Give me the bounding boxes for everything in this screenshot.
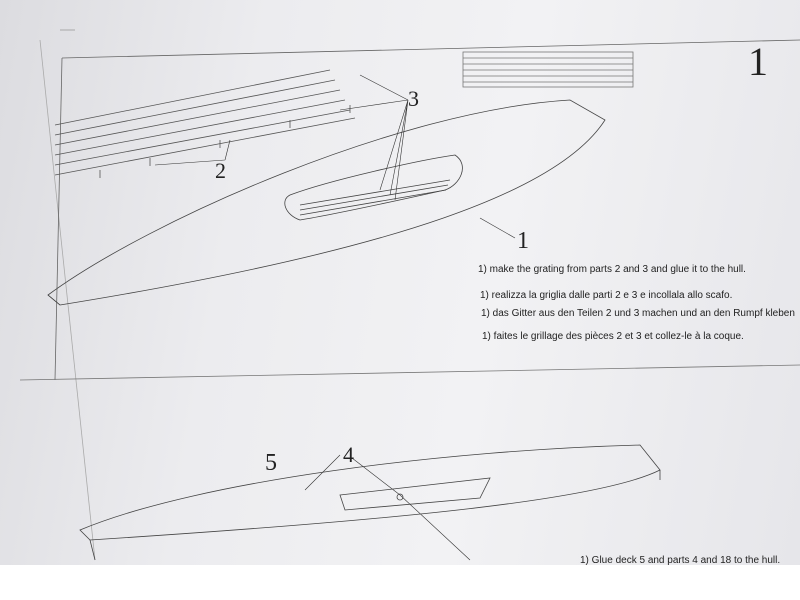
grating-drawing xyxy=(54,69,356,178)
background xyxy=(0,565,800,600)
section-divider xyxy=(19,364,800,381)
instruction-fr: 1) faites le grillage des pièces 2 et 3 … xyxy=(482,331,744,342)
instruction-sheet xyxy=(0,0,800,565)
callout-part-2: 2 xyxy=(215,158,226,183)
callout-part-3: 3 xyxy=(408,86,419,111)
callout-part-5: 5 xyxy=(265,450,277,476)
step-number: 1 xyxy=(748,39,768,84)
deck-hull-drawing xyxy=(79,444,661,561)
grating-top-view xyxy=(462,51,634,88)
frame-top-line xyxy=(61,39,800,59)
hull-drawing xyxy=(47,99,606,306)
instruction-step2-en: 1) Glue deck 5 and parts 4 and 18 to the… xyxy=(580,555,781,566)
sheet-edge-line xyxy=(39,39,96,561)
leader-lines xyxy=(154,74,516,561)
callout-part-4: 4 xyxy=(343,442,354,467)
frame-left-line xyxy=(54,57,63,381)
instruction-it: 1) realizza la griglia dalle parti 2 e 3… xyxy=(480,290,733,301)
instruction-en: 1) make the grating from parts 2 and 3 a… xyxy=(478,264,746,275)
instruction-de: 1) das Gitter aus den Teilen 2 und 3 mac… xyxy=(481,308,795,319)
callout-part-1: 1 xyxy=(517,228,529,254)
